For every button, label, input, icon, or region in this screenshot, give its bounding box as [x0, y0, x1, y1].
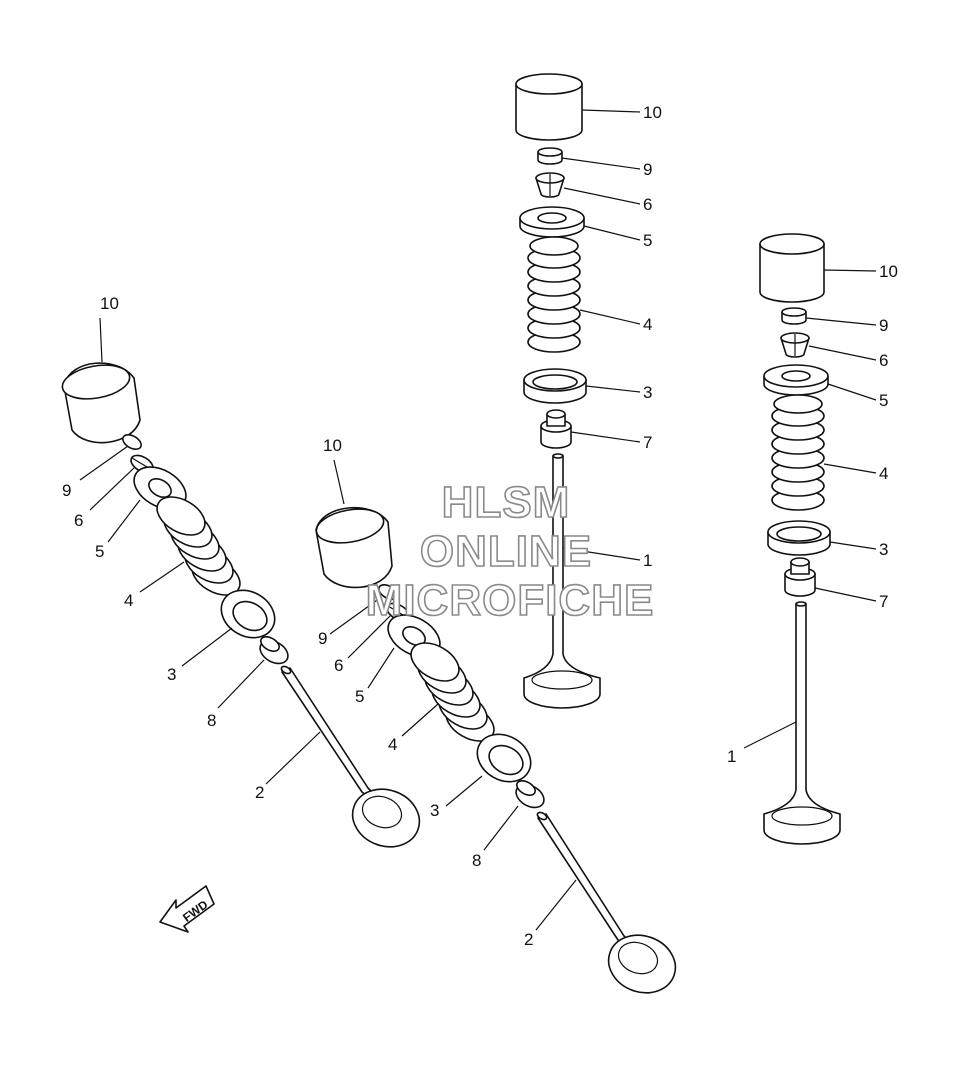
right-spring-seat: [767, 520, 831, 556]
mid-valve-lifter: [515, 73, 583, 141]
callout-left-8: 8: [207, 711, 216, 730]
right-intake-valve: [763, 601, 841, 845]
callout-mid-6: 6: [643, 195, 652, 214]
callout-right-5: 5: [879, 391, 888, 410]
mid-intake-valve: [523, 453, 601, 709]
callout-right-9: 9: [879, 316, 888, 335]
center-valve-spring: [410, 642, 495, 742]
callout-left-9: 9: [62, 481, 71, 500]
callout-left-2: 2: [255, 783, 264, 802]
right-spring-retainer: [763, 364, 829, 396]
callouts-right: 10 9 6 5 4 3 7 1: [727, 262, 898, 766]
assembly-mid: [515, 73, 601, 709]
mid-valve-seal: [540, 409, 572, 449]
watermark: HLSM ONLINE MICROFICHE: [365, 477, 655, 626]
watermark-line-3: MICROFICHE: [366, 576, 655, 625]
left-valve-lifter: [61, 362, 141, 444]
center-spring-seat: [476, 733, 532, 783]
callout-mid-9: 9: [643, 160, 652, 179]
callout-mid-7: 7: [643, 433, 652, 452]
callout-left-10: 10: [100, 294, 119, 313]
callouts-center: 10 9 6 5 4 3 8 2: [318, 436, 533, 949]
callout-center-8: 8: [472, 851, 481, 870]
callout-center-5: 5: [355, 687, 364, 706]
callouts-mid: 10 9 6 5 4 3 7 1: [643, 103, 662, 570]
callout-right-7: 7: [879, 592, 888, 611]
center-exhaust-valve: [536, 811, 677, 994]
left-adjusting-pad: [122, 433, 142, 451]
left-valve-spring: [156, 496, 241, 596]
center-valve-lifter: [315, 506, 393, 589]
assembly-left: [61, 362, 421, 848]
callout-mid-3: 3: [643, 383, 652, 402]
mid-spring-seat: [523, 368, 587, 404]
callout-left-3: 3: [167, 665, 176, 684]
callout-left-5: 5: [95, 542, 104, 561]
callout-mid-10: 10: [643, 103, 662, 122]
callout-left-4: 4: [124, 591, 133, 610]
watermark-line-1: HLSM: [442, 478, 571, 527]
callout-mid-1: 1: [643, 551, 652, 570]
callout-right-1: 1: [727, 747, 736, 766]
callout-left-6: 6: [74, 511, 83, 530]
leader-lines: [79, 109, 877, 931]
callout-right-10: 10: [879, 262, 898, 281]
callout-center-6: 6: [334, 656, 343, 675]
mid-valve-spring: [527, 236, 581, 353]
callout-right-3: 3: [879, 540, 888, 559]
right-adjusting-pad: [781, 307, 807, 325]
callout-right-6: 6: [879, 351, 888, 370]
right-valve-spring: [771, 394, 825, 511]
callout-mid-4: 4: [643, 315, 652, 334]
assembly-center: [315, 506, 677, 994]
mid-adjusting-pad: [537, 147, 563, 165]
right-valve-cotter: [780, 332, 810, 358]
callout-center-4: 4: [388, 735, 397, 754]
callout-right-4: 4: [879, 464, 888, 483]
callout-center-9: 9: [318, 629, 327, 648]
mid-valve-cotter: [535, 172, 565, 198]
center-adjusting-pad: [378, 583, 398, 601]
left-valve-seal: [259, 635, 289, 665]
fwd-arrow: FWD: [159, 885, 215, 933]
center-valve-seal: [515, 779, 545, 809]
left-spring-seat: [220, 589, 276, 639]
callout-center-3: 3: [430, 801, 439, 820]
callout-mid-5: 5: [643, 231, 652, 250]
callout-center-10: 10: [323, 436, 342, 455]
callouts-left: 10 9 6 5 4 3 8 2: [62, 294, 264, 802]
right-valve-seal: [784, 557, 816, 597]
left-exhaust-valve: [280, 665, 421, 848]
mid-spring-retainer: [519, 206, 585, 238]
watermark-line-2: ONLINE: [420, 527, 592, 576]
callout-center-2: 2: [524, 930, 533, 949]
right-valve-lifter: [759, 233, 825, 303]
assembly-right: [759, 233, 841, 845]
